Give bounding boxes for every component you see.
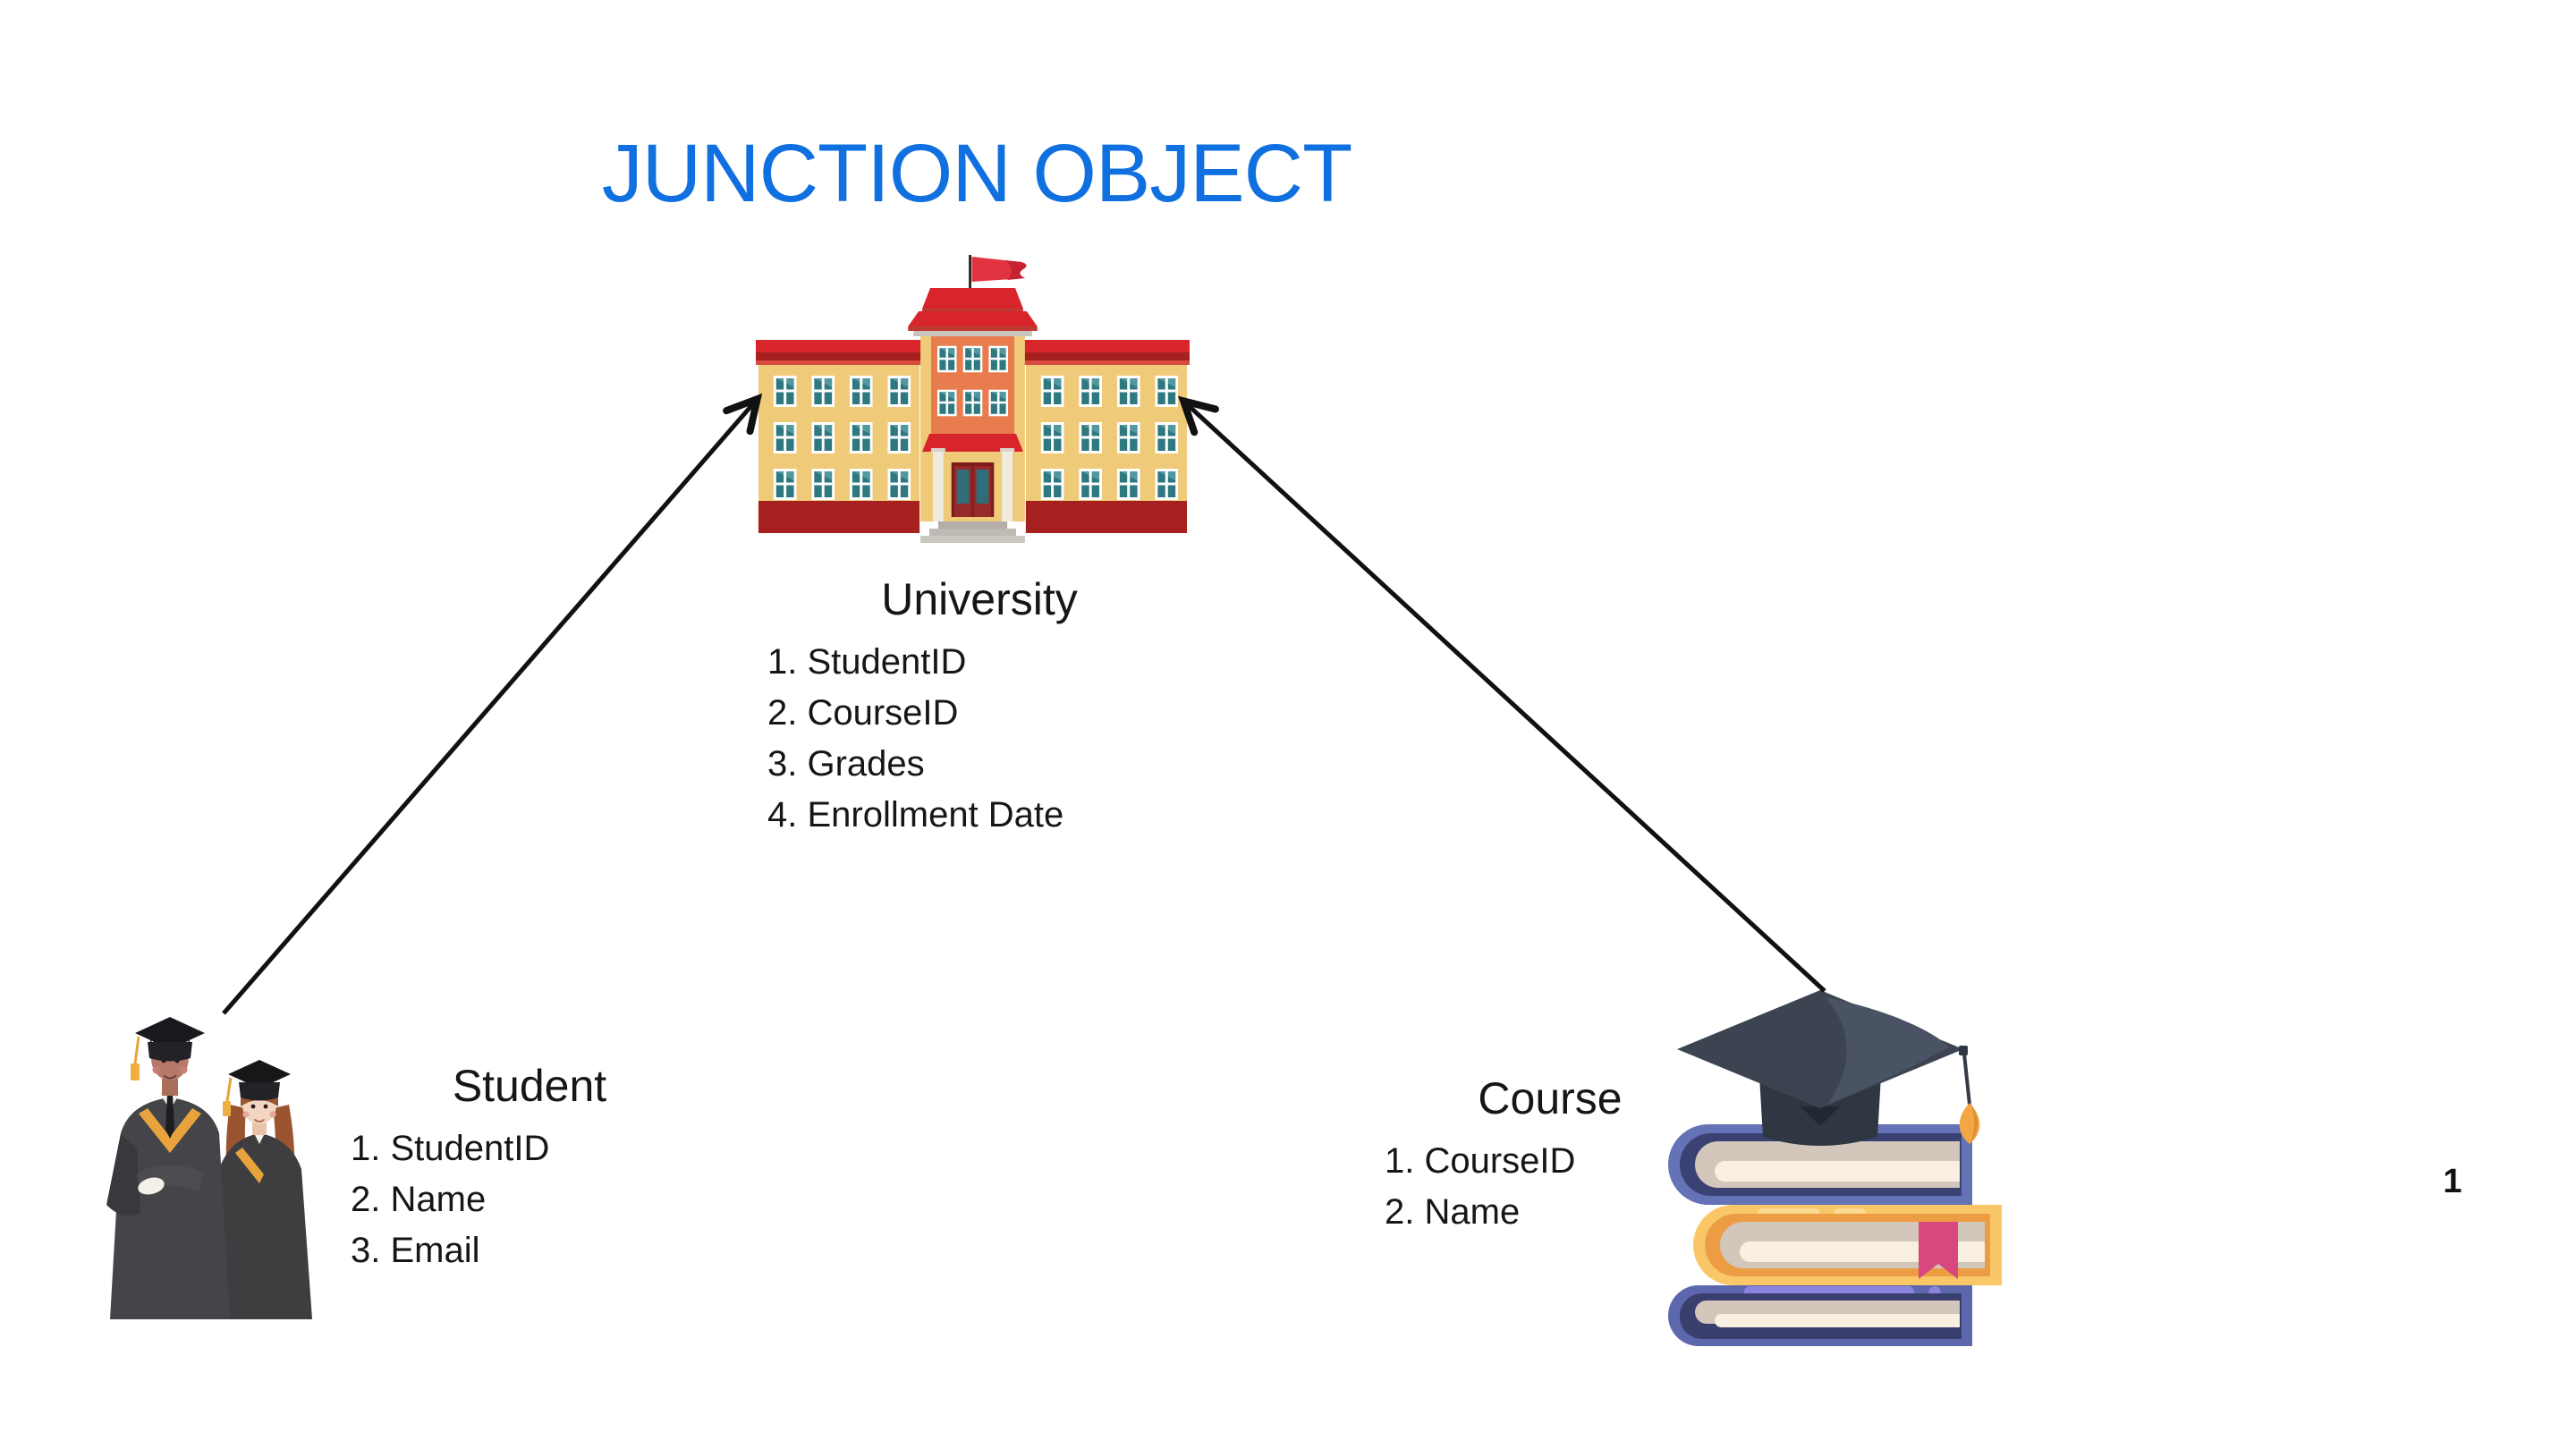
field-item: Enrollment Date bbox=[767, 790, 1203, 841]
graduates-icon bbox=[106, 1017, 312, 1319]
book-top bbox=[1668, 1124, 1972, 1205]
building-left-wing bbox=[756, 340, 923, 533]
building-tower bbox=[908, 288, 1038, 543]
entity-student-fields: StudentIDNameEmail bbox=[351, 1123, 708, 1276]
field-item: Name bbox=[1385, 1187, 1716, 1238]
entity-course-title: Course bbox=[1478, 1073, 1623, 1123]
field-item: CourseID bbox=[767, 688, 1203, 739]
book-bottom bbox=[1668, 1285, 1972, 1346]
arrow-student-to-university bbox=[222, 393, 763, 1015]
books-graduation-cap-icon bbox=[1668, 990, 2002, 1346]
entity-university: University StudentIDCourseIDGradesEnroll… bbox=[756, 574, 1203, 841]
page-title: JUNCTION OBJECT bbox=[601, 128, 1353, 219]
entity-student-title: Student bbox=[452, 1061, 607, 1111]
entity-university-title: University bbox=[881, 574, 1078, 624]
female-graduate bbox=[207, 1060, 312, 1319]
field-item: StudentID bbox=[767, 637, 1203, 688]
male-graduate bbox=[106, 1017, 230, 1319]
field-item: StudentID bbox=[351, 1123, 708, 1174]
building-right-wing bbox=[1022, 340, 1190, 533]
entity-course-fields: CourseIDName bbox=[1385, 1136, 1716, 1238]
entity-course: Course CourseIDName bbox=[1385, 1073, 1716, 1238]
field-item: Name bbox=[351, 1174, 708, 1225]
book-middle bbox=[1693, 1205, 2002, 1285]
bookmark-icon bbox=[1919, 1222, 1958, 1279]
field-item: Email bbox=[351, 1225, 708, 1276]
entity-student: Student StudentIDNameEmail bbox=[351, 1061, 708, 1276]
page-number: 1 bbox=[2443, 1163, 2462, 1200]
arrow-course-to-university bbox=[1177, 395, 1826, 993]
graduation-cap-icon bbox=[1677, 990, 1980, 1146]
entity-university-fields: StudentIDCourseIDGradesEnrollment Date bbox=[756, 637, 1203, 841]
flag-icon bbox=[969, 255, 1027, 291]
field-item: Grades bbox=[767, 739, 1203, 790]
field-item: CourseID bbox=[1385, 1136, 1716, 1187]
university-building-icon bbox=[756, 255, 1190, 543]
